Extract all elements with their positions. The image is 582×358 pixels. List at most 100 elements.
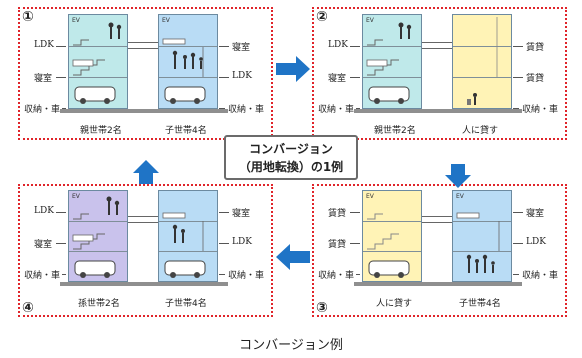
ev-label: EV bbox=[162, 17, 170, 24]
floor-label: LDK bbox=[328, 40, 348, 50]
stairs-icon bbox=[367, 213, 410, 278]
floor-label: 賃貸 bbox=[328, 240, 347, 250]
ground bbox=[60, 109, 228, 113]
label-leader bbox=[219, 108, 225, 109]
figure-caption: コンバージョン例 bbox=[239, 338, 343, 353]
building-right: EV bbox=[158, 14, 218, 109]
center-title-box: コンバージョン （用地転換）の1例 bbox=[224, 135, 358, 180]
label-leader bbox=[219, 243, 229, 244]
bed-icon bbox=[366, 59, 388, 67]
label-leader bbox=[219, 274, 225, 275]
car-icon bbox=[368, 86, 410, 102]
household-caption: 孫世帯2名 bbox=[78, 299, 120, 309]
label-leader bbox=[219, 77, 229, 78]
center-title-line2: （用地転換）の1例 bbox=[238, 160, 344, 174]
bridge bbox=[128, 216, 158, 223]
ev-label: EV bbox=[366, 17, 374, 24]
floor-label: 収納・車 bbox=[318, 271, 355, 281]
car-icon bbox=[164, 86, 206, 102]
panel-1: ① LDK 寝室 収納・車 EV EV bbox=[18, 7, 273, 140]
ground bbox=[354, 109, 522, 113]
label-leader bbox=[56, 212, 66, 213]
stairs-icon bbox=[72, 22, 122, 104]
floor-label: 寝室 bbox=[328, 74, 347, 84]
floor-label: 収納・車 bbox=[228, 271, 265, 281]
floor-label: LDK bbox=[526, 237, 546, 247]
label-leader bbox=[62, 274, 66, 275]
bridge bbox=[422, 42, 452, 49]
panel-4: ④ LDK 寝室 収納・車 EV 寝室 LD bbox=[18, 184, 273, 317]
label-leader bbox=[350, 46, 360, 47]
label-leader bbox=[513, 46, 523, 47]
floor-label: 収納・車 bbox=[318, 105, 355, 115]
building-right bbox=[452, 14, 512, 109]
building-right: EV bbox=[452, 190, 512, 282]
arrow-right-icon bbox=[276, 56, 310, 82]
floor-label: 収納・車 bbox=[24, 271, 61, 281]
floor-label: 寝室 bbox=[232, 43, 251, 53]
label-leader bbox=[350, 212, 360, 213]
household-caption: 人に貸す bbox=[376, 299, 413, 309]
label-leader bbox=[350, 77, 360, 78]
ev-label: EV bbox=[366, 193, 374, 200]
car-icon bbox=[368, 260, 410, 276]
panel-number: ③ bbox=[316, 300, 328, 316]
building-left: EV bbox=[68, 14, 128, 109]
floor-label: 賃貸 bbox=[526, 74, 545, 84]
building-left: EV bbox=[68, 190, 128, 282]
arrow-down-icon bbox=[445, 164, 471, 188]
bridge bbox=[128, 42, 158, 49]
label-leader bbox=[350, 243, 360, 244]
rental-icon bbox=[467, 17, 498, 105]
panel-3: ③ 賃貸 賃貸 収納・車 EV EV 寝室 LDK 収納・車 人 bbox=[312, 184, 567, 317]
label-leader bbox=[513, 77, 523, 78]
stairs-icon bbox=[366, 22, 412, 104]
ground bbox=[60, 282, 228, 286]
floor-label: 寝室 bbox=[232, 209, 251, 219]
bridge bbox=[422, 216, 452, 223]
floor-label: 収納・車 bbox=[24, 105, 61, 115]
household-caption: 親世帯2名 bbox=[80, 126, 122, 136]
car-icon bbox=[74, 86, 116, 102]
floor-label: LDK bbox=[232, 71, 252, 81]
family-icon bbox=[162, 38, 206, 104]
panel-number: ② bbox=[316, 9, 328, 25]
panel-number: ① bbox=[22, 9, 34, 25]
floor-label: LDK bbox=[34, 206, 54, 216]
label-leader bbox=[513, 108, 519, 109]
floor-label: 収納・車 bbox=[228, 105, 265, 115]
center-title-line1: コンバージョン bbox=[249, 142, 333, 156]
label-leader bbox=[513, 212, 523, 213]
label-leader bbox=[219, 46, 229, 47]
arrow-up-icon bbox=[133, 160, 159, 184]
label-leader bbox=[62, 108, 66, 109]
floor-label: 収納・車 bbox=[522, 271, 559, 281]
building-right bbox=[158, 190, 218, 282]
ev-label: EV bbox=[72, 17, 80, 24]
floor-label: 寝室 bbox=[34, 240, 53, 250]
ev-label: EV bbox=[72, 193, 80, 200]
floor-label: 収納・車 bbox=[522, 105, 559, 115]
household-caption: 親世帯2名 bbox=[374, 126, 416, 136]
label-leader bbox=[356, 274, 360, 275]
label-leader bbox=[513, 243, 523, 244]
bed-icon bbox=[72, 234, 94, 242]
floor-label: LDK bbox=[34, 40, 54, 50]
car-icon bbox=[74, 260, 116, 276]
ground bbox=[354, 282, 522, 286]
household-caption: 子世帯4名 bbox=[165, 126, 207, 136]
ev-label: EV bbox=[456, 193, 464, 200]
floor-label: LDK bbox=[232, 237, 252, 247]
household-caption: 子世帯4名 bbox=[165, 299, 207, 309]
label-leader bbox=[356, 108, 360, 109]
building-left: EV bbox=[362, 190, 422, 282]
household-caption: 子世帯4名 bbox=[459, 299, 501, 309]
bed-icon bbox=[72, 59, 94, 67]
label-leader bbox=[56, 243, 66, 244]
label-leader bbox=[56, 77, 66, 78]
floor-label: 寝室 bbox=[526, 209, 545, 219]
car-icon bbox=[164, 260, 206, 276]
label-leader bbox=[513, 274, 519, 275]
stairs-icon bbox=[72, 196, 120, 278]
panel-2: ② LDK 寝室 収納・車 EV 賃貸 賃貸 収納・車 親世帯2名 bbox=[312, 7, 567, 140]
